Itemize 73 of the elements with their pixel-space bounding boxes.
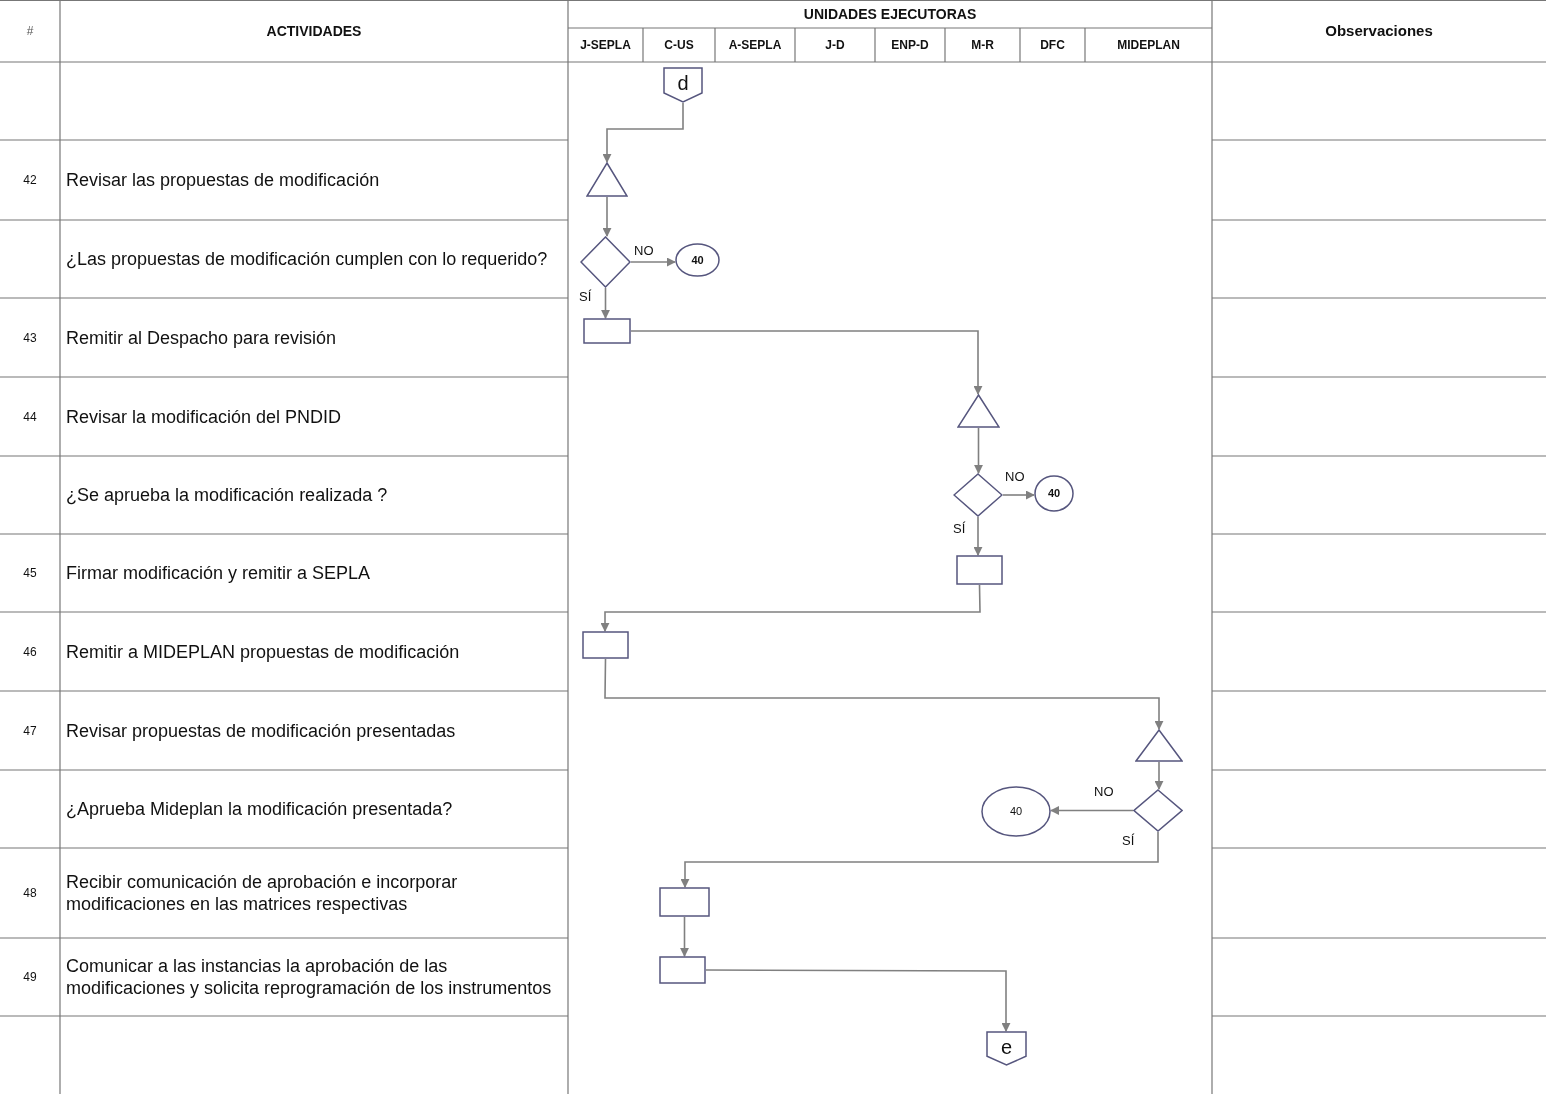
lane-header: J-D [825, 37, 845, 54]
lane-header: A-SEPLA [728, 37, 782, 54]
arrow [601, 287, 610, 319]
step-number: 49 [23, 969, 37, 986]
connector-circle [981, 786, 1051, 837]
step-number: 44 [23, 408, 37, 426]
lane-header: ENP-D [891, 37, 929, 54]
file-triangle [586, 162, 628, 197]
process-box [956, 555, 1003, 585]
edge-label: NO [1004, 470, 1026, 483]
arrow [1154, 761, 1164, 790]
edge-label: SÍ [952, 522, 967, 535]
arrow [973, 516, 983, 556]
arrow [1050, 806, 1134, 815]
file-triangle [1135, 729, 1183, 762]
column-header: # [26, 23, 34, 40]
activity-text: Firmar modificación y remitir a SEPLA [66, 562, 371, 584]
step-number: 43 [23, 329, 37, 347]
arrow [974, 427, 983, 474]
arrow [602, 102, 684, 163]
connector-label: e [1000, 1036, 1013, 1057]
activity-text: Revisar propuestas de modificación presentadas [66, 719, 456, 742]
activity-text: Comunicar a las instancias la aprobación de las modificaciones y solicita reprogramación de los instrumentos [66, 955, 553, 999]
off-page-connector [663, 67, 703, 103]
arrow [1002, 490, 1035, 500]
process-box [582, 631, 629, 659]
process-box [583, 318, 631, 344]
off-page-connector [986, 1031, 1027, 1066]
column-header: UNIDADES EJECUTORAS [803, 4, 977, 24]
connector-label: 40 [1009, 804, 1023, 820]
arrow [630, 330, 983, 395]
connector-circle [675, 243, 720, 277]
connector-label: d [677, 73, 689, 93]
connector-circle [1034, 475, 1074, 512]
decision-diamond [953, 473, 1003, 517]
arrow [602, 196, 612, 237]
connector-label: 40 [691, 252, 704, 268]
step-number: 48 [23, 885, 37, 902]
edge-label: SÍ [578, 290, 593, 303]
activity-text: Remitir al Despacho para revisión [66, 326, 337, 349]
activity-text: Remitir a MIDEPLAN propuestas de modificación [66, 640, 460, 663]
edge-label: SÍ [1121, 834, 1136, 847]
decision-question: ¿Aprueba Mideplan la modificación presentada? [66, 798, 453, 820]
lane-header: MIDEPLAN [1117, 37, 1180, 54]
arrow [630, 257, 676, 267]
step-number: 42 [23, 172, 37, 189]
decision-diamond [1133, 789, 1183, 832]
arrow [705, 969, 1011, 1032]
arrow [600, 584, 981, 632]
activity-text: Revisar la modificación del PNDID [66, 405, 342, 428]
arrow [680, 916, 689, 957]
lane-header: C-US [664, 37, 694, 54]
connector-label: 40 [1047, 486, 1061, 502]
column-header: ACTIVIDADES [266, 21, 362, 41]
activity-text: Revisar las propuestas de modificación [66, 169, 380, 191]
decision-question: ¿Se aprueba la modificación realizada ? [66, 484, 388, 506]
column-header: Observaciones [1325, 20, 1433, 41]
file-triangle [957, 394, 1000, 428]
lane-header: DFC [1040, 37, 1065, 54]
decision-question: ¿Las propuestas de modificación cumplen con lo requerido? [66, 248, 548, 270]
decision-diamond [580, 236, 631, 288]
process-box [659, 956, 706, 984]
edge-label: NO [633, 244, 655, 257]
lane-header: J-SEPLA [580, 37, 631, 54]
edge-label: NO [1093, 785, 1115, 798]
activity-text: Recibir comunicación de aprobación e incorporar modificaciones en las matrices respectivas [66, 871, 459, 915]
lane-header: M-R [971, 37, 994, 54]
arrow [604, 658, 1164, 730]
process-box [659, 887, 710, 917]
step-number: 46 [23, 643, 37, 661]
arrow [680, 831, 1159, 888]
step-number: 47 [23, 722, 37, 740]
step-number: 45 [23, 565, 37, 582]
